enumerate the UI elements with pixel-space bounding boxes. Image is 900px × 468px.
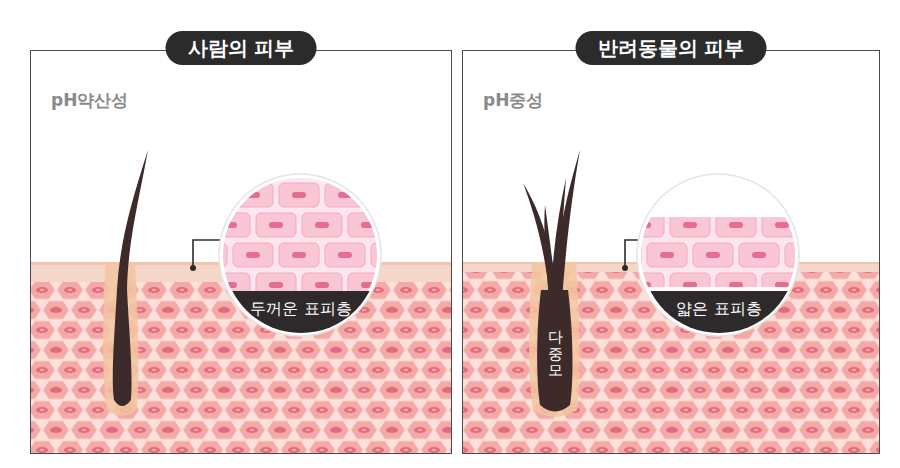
panel-title: 사람의 피부	[166, 31, 317, 65]
skin-panel: 반려동물의 피부pH중성다중모얇은 표피층	[462, 50, 880, 454]
ph-label: pH중성	[483, 89, 543, 112]
hair-label: 다중모	[548, 329, 563, 379]
zoom-circle: 두꺼운 표피층	[224, 179, 378, 333]
panel-title: 반려동물의 피부	[576, 31, 767, 65]
layer-label: 얇은 표피층	[642, 291, 796, 333]
layer-label: 두꺼운 표피층	[224, 291, 378, 333]
ph-label: pH약산성	[51, 89, 128, 112]
zoom-circle: 얇은 표피층	[642, 179, 796, 333]
hair-bulb: 다중모	[543, 329, 567, 379]
skin-panel: 사람의 피부pH약산성두꺼운 표피층	[30, 50, 452, 454]
